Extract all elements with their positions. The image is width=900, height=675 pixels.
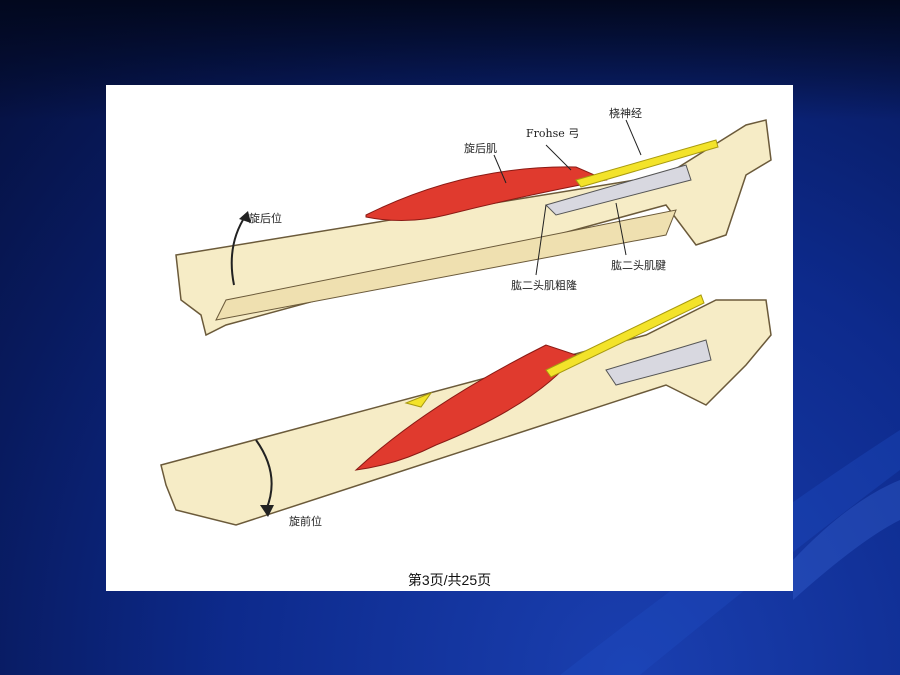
anatomy-illustration: 桡神经 Frohse 弓 旋后肌 旋后位 肱二头肌腱 肱二头肌粗隆 旋前位 第3… [106, 85, 793, 591]
biceps-tendon-pronated [605, 339, 712, 386]
label-pronation: 旋前位 [289, 515, 322, 528]
label-supinator: 旋后肌 [464, 142, 497, 155]
label-biceps-tendon: 肱二头肌腱 [611, 259, 666, 272]
label-radial-nerve: 桡神经 [609, 107, 642, 120]
pronation-arrowhead [260, 505, 274, 517]
supination-arrowhead [239, 211, 251, 223]
forearm-pronation [160, 294, 772, 526]
nerve-branch [404, 391, 433, 408]
leader-lines [493, 119, 642, 276]
supination-arrow [230, 214, 247, 286]
label-supination: 旋后位 [249, 212, 282, 225]
page-footer: 第3页/共25页 [407, 572, 492, 588]
label-biceps-tuberosity: 肱二头肌粗隆 [511, 279, 577, 292]
forearm-supination [175, 119, 772, 337]
supinator-muscle [365, 166, 608, 222]
pronation-arrow [255, 439, 273, 511]
forearm-diagram [160, 119, 772, 526]
biceps-tendon [545, 164, 692, 216]
label-frohse-arcade: Frohse 弓 [526, 127, 580, 140]
supinator-muscle-pronated [354, 344, 577, 471]
radial-nerve-pronated [545, 294, 705, 378]
radial-nerve [575, 139, 719, 188]
ulna-bone [215, 209, 677, 321]
